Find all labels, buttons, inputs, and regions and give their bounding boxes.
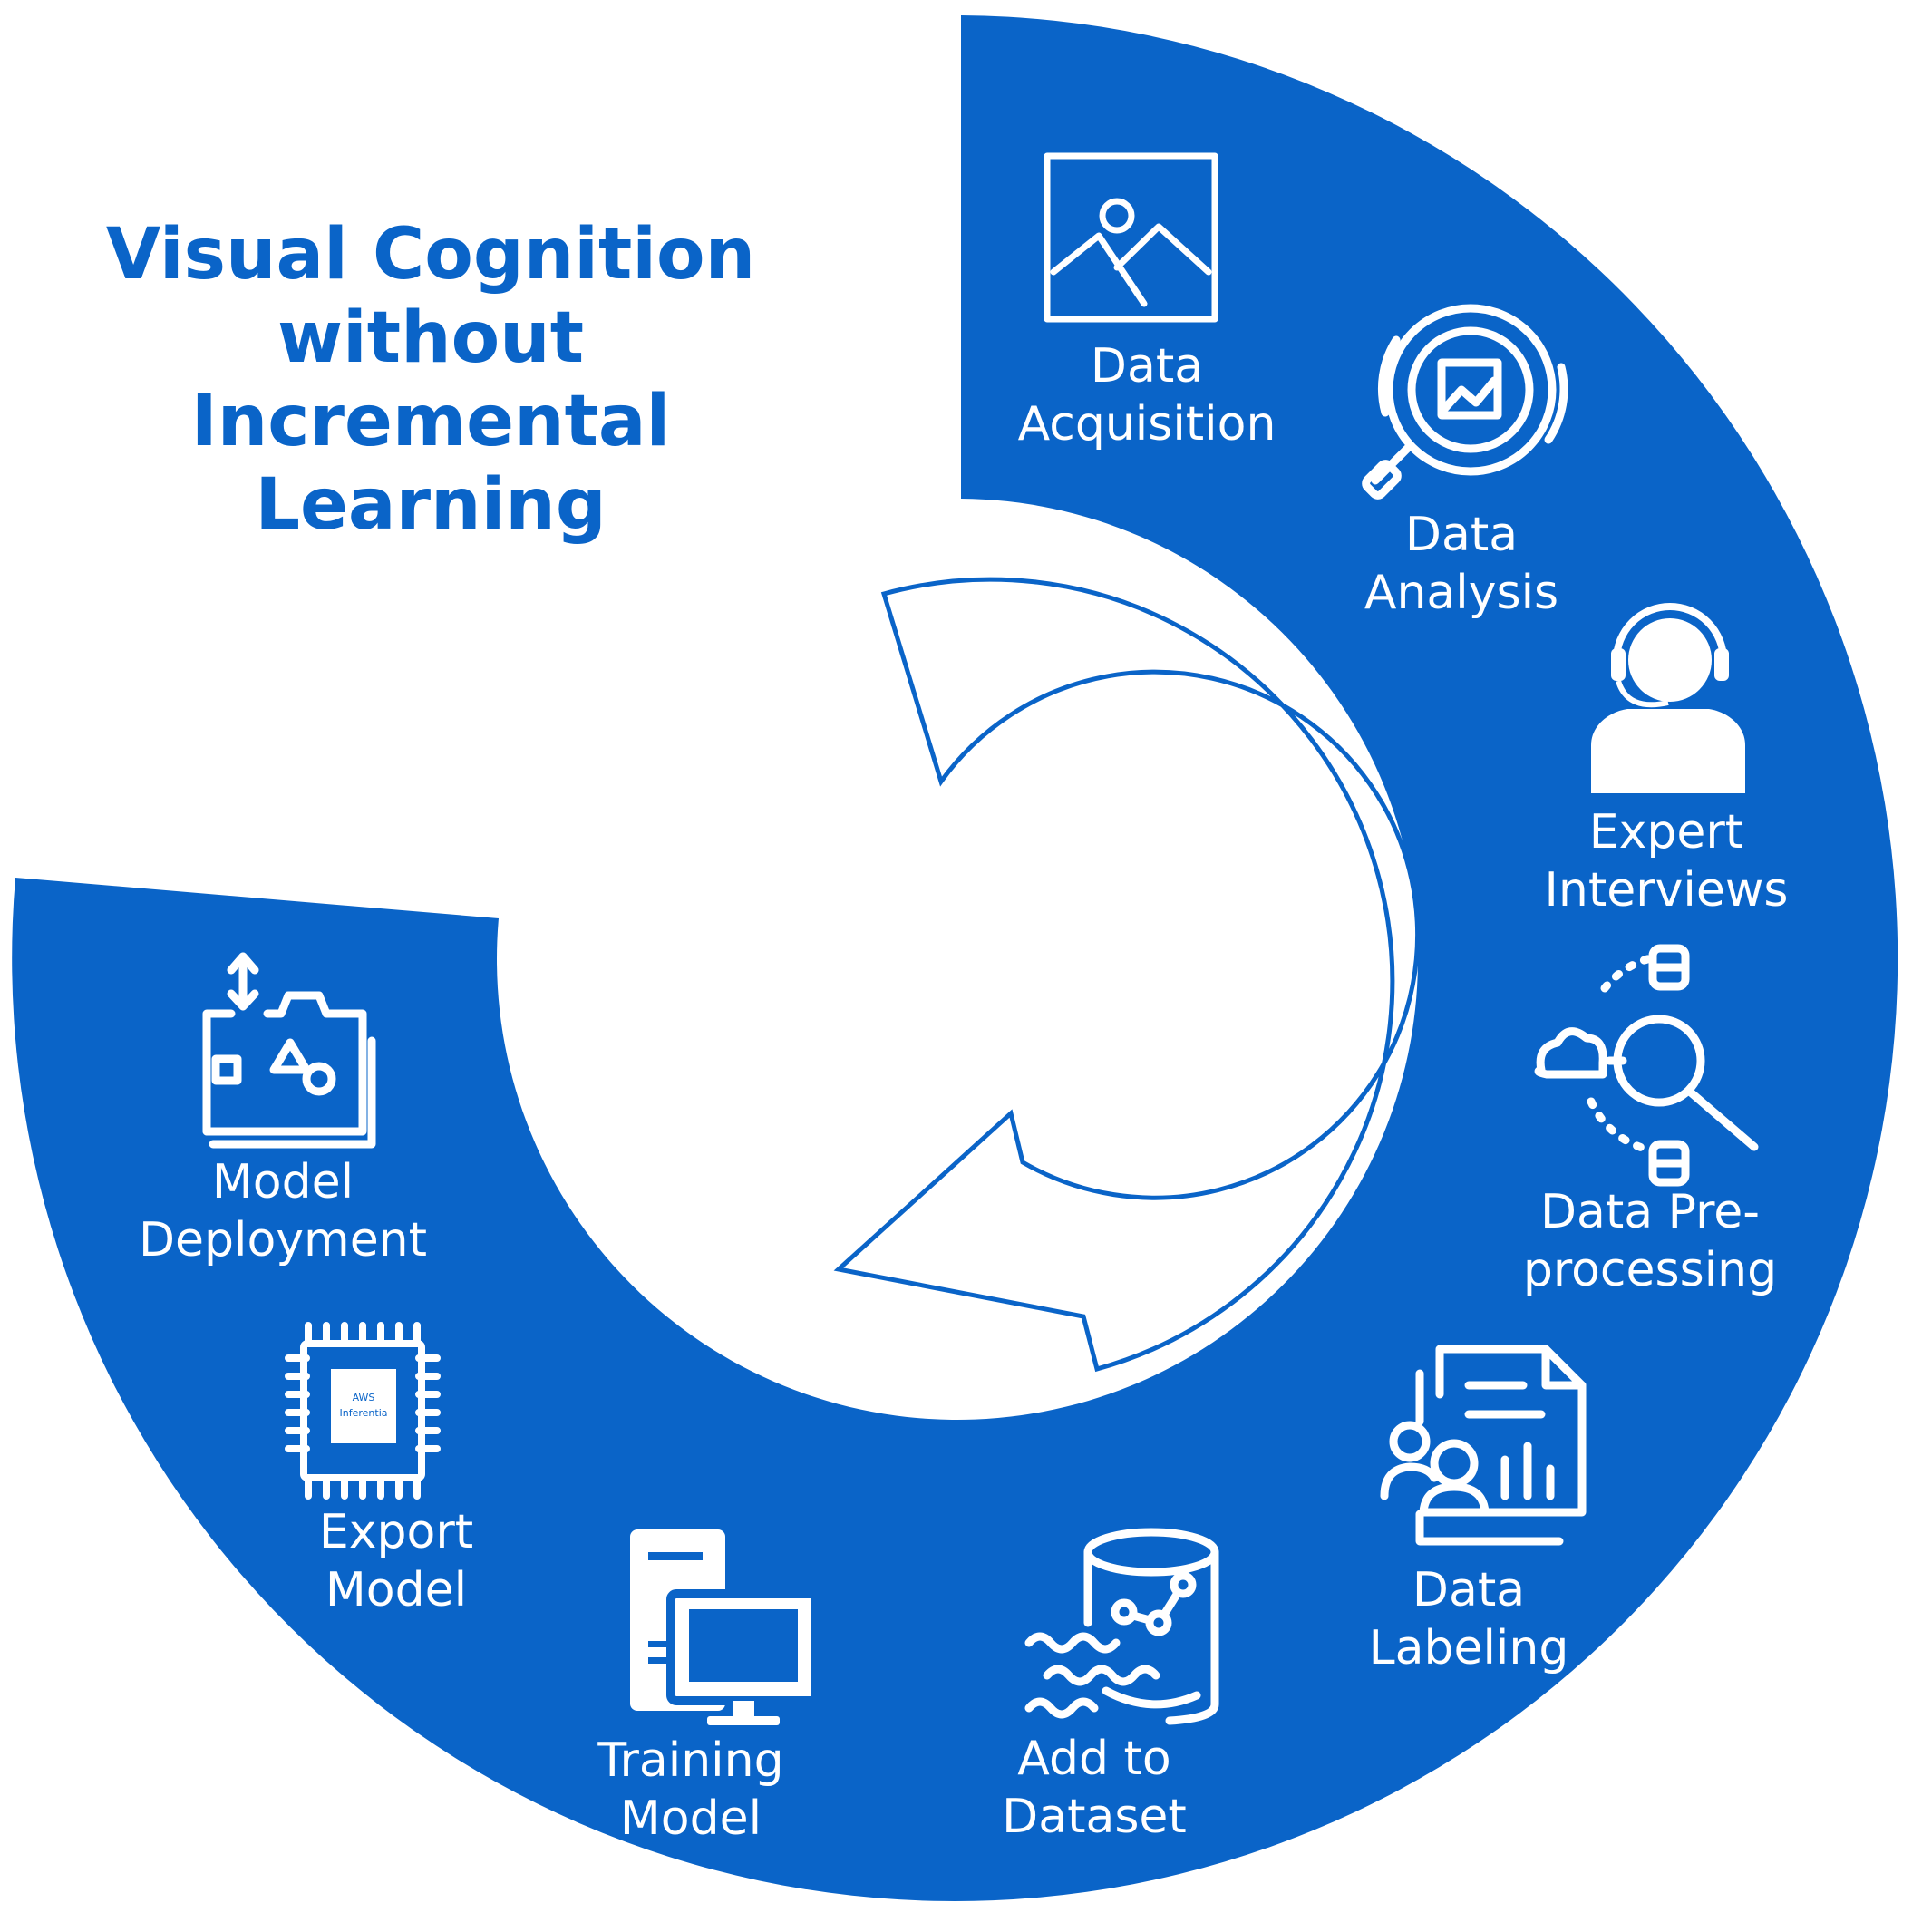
label-line: Model (619, 1791, 762, 1846)
chip-text-line-2: Inferentia (340, 1407, 388, 1419)
step-label-training-model: Training Model (597, 1732, 783, 1848)
label-line: Model (325, 1563, 468, 1617)
title-line-2: without (277, 297, 584, 379)
label-line: Acquisition (1017, 397, 1276, 451)
shapes-package-icon (202, 952, 376, 1149)
label-line: Export (318, 1505, 474, 1559)
database-wave-icon (1024, 1528, 1219, 1725)
label-line: Add to (1017, 1732, 1171, 1786)
label-line: Model (211, 1155, 354, 1209)
step-label-data-labeling: Data Labeling (1369, 1561, 1569, 1677)
step-label-data-acquisition: Data Acquisition (1018, 337, 1276, 453)
step-label-export-model: Export Model (319, 1503, 473, 1619)
step-label-data-preprocessing: Data Pre- processing (1523, 1183, 1777, 1299)
label-line: Data (1404, 508, 1519, 562)
title-line-1: Visual Cognition (105, 214, 756, 296)
diagram-title: Visual Cognition without Incremental Lea… (54, 213, 807, 547)
label-line: Analysis (1364, 566, 1559, 620)
step-label-data-analysis: Data Analysis (1364, 506, 1558, 622)
step-label-add-to-dataset: Add to Dataset (1002, 1730, 1187, 1846)
label-line: processing (1522, 1243, 1778, 1297)
image-icon (1044, 152, 1218, 323)
headset-person-icon (1591, 603, 1745, 793)
label-line: Data (1090, 339, 1204, 393)
chip-icon: AWS Inferentia (285, 1322, 441, 1500)
cycle-arrow (833, 577, 1421, 1373)
label-line: Deployment (138, 1213, 428, 1267)
title-line-4: Learning (255, 464, 607, 546)
label-line: Expert (1588, 805, 1744, 859)
label-line: Training (597, 1733, 784, 1788)
label-line: Data (1412, 1563, 1526, 1617)
step-label-model-deployment: Model Deployment (139, 1153, 427, 1269)
cloud-search-database-icon (1534, 944, 1759, 1187)
label-line: Interviews (1544, 863, 1789, 917)
document-users-chart-icon (1380, 1345, 1587, 1546)
magnifier-image-icon (1362, 304, 1568, 500)
computer-tower-icon (630, 1529, 820, 1725)
label-line: Labeling (1368, 1621, 1569, 1675)
step-label-expert-interviews: Expert Interviews (1545, 803, 1789, 919)
chip-text-line-1: AWS (353, 1392, 375, 1403)
label-line: Data Pre- (1539, 1185, 1761, 1239)
title-line-3: Incremental (190, 381, 671, 462)
label-line: Dataset (1002, 1790, 1187, 1844)
